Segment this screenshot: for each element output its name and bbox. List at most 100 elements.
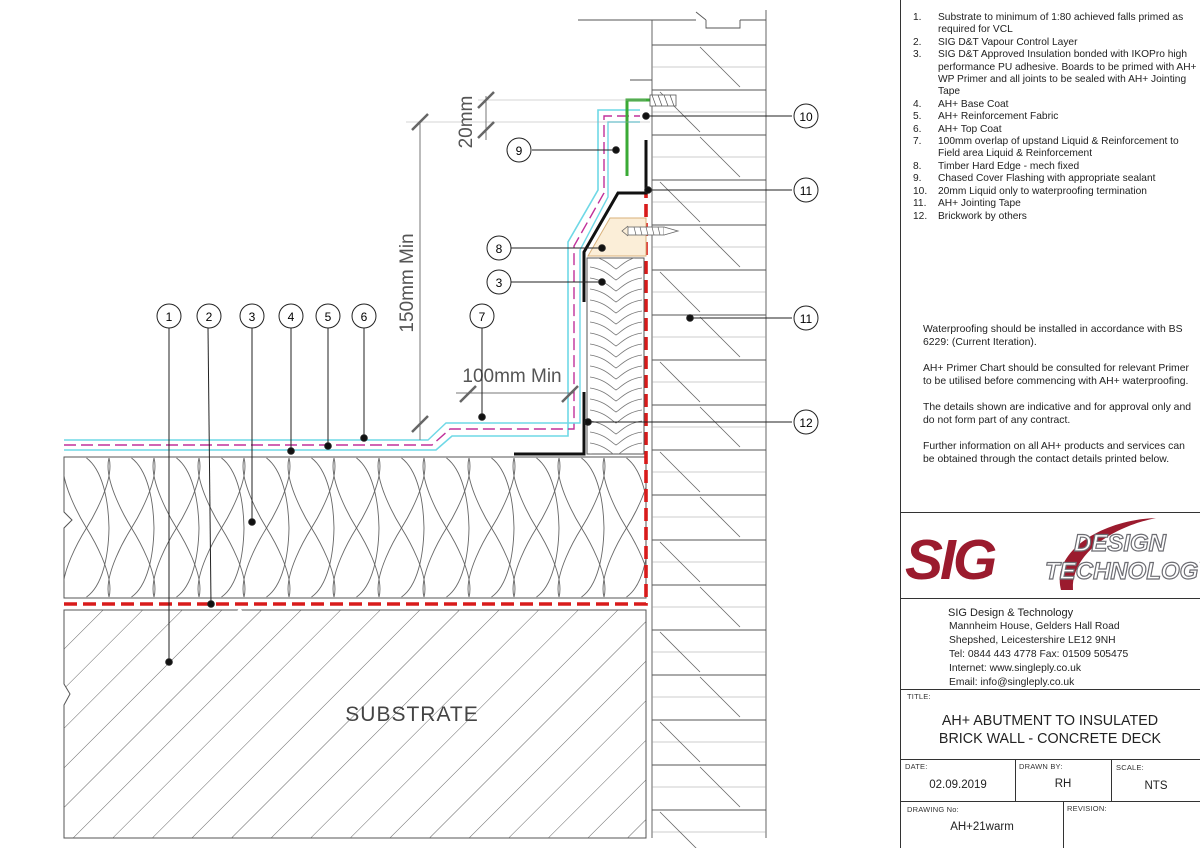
reinforcement-fabric-layer	[64, 115, 640, 446]
callout-bubble: 1	[156, 303, 182, 329]
company-details: SIG Design & Technology Mannheim House, …	[948, 606, 1128, 690]
drawn-caption: DRAWN BY:	[1019, 762, 1063, 771]
note-number: 5.	[913, 111, 922, 123]
note-item: 4. AH+ Base Coat	[913, 99, 1198, 111]
note-item: 5. AH+ Reinforcement Fabric	[913, 111, 1198, 123]
note-number: 2.	[913, 36, 922, 48]
base-coat-layer	[64, 109, 640, 451]
callout-bubble: 3	[486, 269, 512, 295]
logo-swoosh	[1059, 518, 1156, 590]
drawing-no-caption: DRAWING No:	[907, 805, 959, 814]
note-text: 100mm overlap of upstand Liquid & Reinfo…	[938, 136, 1179, 160]
note-item: 9. Chased Cover Flashing with appropriate…	[913, 173, 1198, 185]
callout-bubble: 5	[315, 303, 341, 329]
note-text: 20mm Liquid only to waterproofing termin…	[938, 185, 1147, 197]
callout-number: 1	[166, 310, 173, 324]
callout-number: 12	[799, 416, 813, 430]
title-caption: TITLE:	[907, 692, 931, 701]
callout-number: 8	[496, 242, 503, 256]
note-number: 8.	[913, 160, 922, 172]
note-number: 7.	[913, 136, 922, 148]
note-primer: AH+ Primer Chart should be consulted for…	[923, 363, 1189, 387]
note-number: 11.	[913, 198, 927, 210]
info-panel: 1.Substrate to minimum of 1:80 achieved …	[900, 0, 1200, 848]
note-item: 1.Substrate to minimum of 1:80 achieved …	[913, 12, 1198, 37]
callout-number: 2	[206, 310, 213, 324]
divider	[901, 598, 1200, 599]
top-coat-layer	[64, 121, 640, 441]
dim-overlap-label: 100mm Min	[462, 366, 561, 387]
company-name: SIG Design & Technology	[948, 607, 1074, 619]
note-text: AH+ Base Coat	[938, 98, 1009, 110]
callout-number: 7	[479, 310, 486, 324]
callout-bubble: 8	[486, 235, 512, 261]
callout-number: 3	[249, 310, 256, 324]
note-standards: Waterproofing should be installed in acc…	[923, 324, 1183, 348]
note-item: 2. SIG D&T Vapour Control Layer	[913, 37, 1198, 49]
note-item: 3. SIG D&T Approved Insulation bonded wit…	[913, 49, 1198, 99]
date-caption: DATE:	[905, 762, 928, 771]
divider	[1015, 759, 1016, 801]
note-text: Chased Cover Flashing with appropriate s…	[938, 173, 1156, 185]
callout-bubble: 10	[793, 103, 819, 129]
note-text: Brickwork by others	[938, 210, 1027, 222]
drawn-value: RH	[1054, 778, 1072, 790]
note-number: 10.	[913, 185, 928, 197]
note-text: Timber Hard Edge - mech fixed	[938, 160, 1080, 172]
drawing-title: AH+ ABUTMENT TO INSULATED BRICK WALL - C…	[915, 712, 1185, 748]
title-line-1: AH+ ABUTMENT TO INSULATED	[941, 713, 1159, 729]
note-text: SIG D&T Approved Insulation bonded with …	[938, 49, 1197, 98]
fixing-screw	[621, 225, 680, 237]
note-number: 3.	[913, 49, 922, 61]
divider	[901, 759, 1200, 760]
note-indicative: The details shown are indicative and for…	[923, 402, 1192, 426]
jointing-tape-upper	[582, 140, 648, 302]
divider	[1111, 759, 1112, 801]
callout-bubble: 12	[793, 409, 819, 435]
callout-number: 11	[800, 184, 813, 198]
note-number: 6.	[913, 123, 922, 135]
note-text: Substrate to minimum of 1:80 achieved fa…	[938, 12, 1184, 36]
note-item: 6. AH+ Top Coat	[913, 124, 1198, 136]
callout-number: 6	[361, 310, 368, 324]
callout-number: 3	[496, 276, 503, 290]
brick-wall	[578, 10, 767, 848]
note-item: 8. Timber Hard Edge - mech fixed	[913, 161, 1198, 173]
revision-caption: REVISION:	[1067, 804, 1107, 813]
sig-logo: SIG DESIGN TECHNOLOGY	[905, 518, 1200, 592]
scale-value: NTS	[1144, 780, 1168, 792]
vapour-control-layer	[64, 192, 648, 606]
note-text: SIG D&T Vapour Control Layer	[938, 36, 1078, 48]
callout-bubble: 2	[196, 303, 222, 329]
note-text: AH+ Top Coat	[938, 123, 1002, 135]
logo-sig: SIG	[905, 528, 996, 592]
logo-design: DESIGN	[1074, 530, 1167, 557]
note-item: 12.Brickwork by others	[913, 211, 1198, 223]
notes-list: 1.Substrate to minimum of 1:80 achieved …	[913, 12, 1198, 223]
company-address-1: Mannheim House, Gelders Hall Road	[949, 621, 1120, 632]
callout-bubble: 11	[793, 177, 819, 203]
callout-number: 10	[799, 110, 813, 124]
upstand-insulation	[586, 257, 645, 455]
callout-bubble: 11	[793, 305, 819, 331]
note-item: 11.AH+ Jointing Tape	[913, 198, 1198, 210]
divider	[901, 801, 1200, 802]
company-phone: Tel: 0844 443 4778 Fax: 01509 505475	[949, 649, 1129, 660]
field-insulation	[63, 456, 647, 599]
note-item: 7. 100mm overlap of upstand Liquid & Rein…	[913, 136, 1198, 161]
scale-caption: SCALE:	[1116, 763, 1144, 772]
sealant	[649, 94, 677, 107]
jointing-tape-lower	[514, 392, 586, 456]
general-notes: Waterproofing should be installed in acc…	[923, 323, 1193, 479]
callout-bubble: 3	[239, 303, 265, 329]
note-number: 9.	[913, 173, 922, 185]
note-text: AH+ Reinforcement Fabric	[938, 111, 1059, 123]
callout-number: 4	[288, 310, 295, 324]
note-number: 4.	[913, 98, 922, 110]
callouts	[165, 112, 792, 666]
callout-number: 5	[325, 310, 332, 324]
logo-technology: TECHNOLOGY	[1045, 558, 1200, 585]
detail-drawing: SUBSTRATE	[63, 10, 819, 848]
